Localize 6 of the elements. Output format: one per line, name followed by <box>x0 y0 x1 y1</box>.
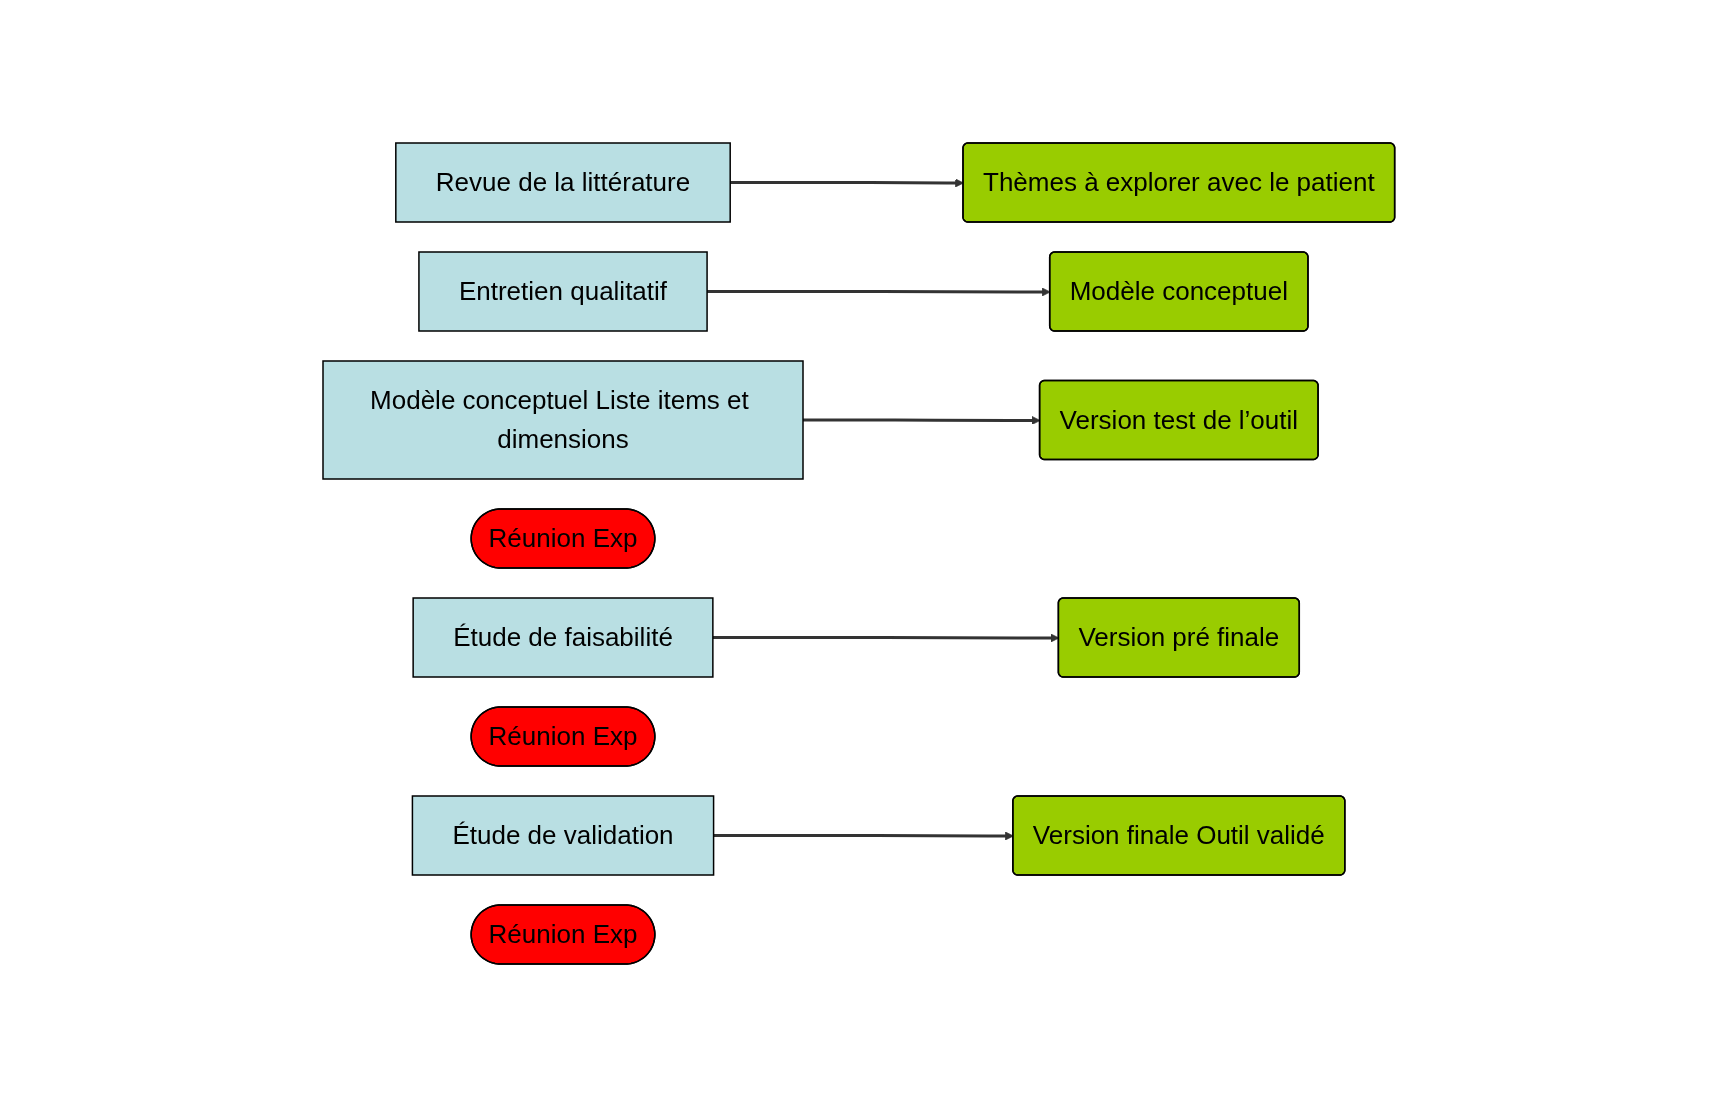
node-box: Entretien qualitatif <box>417 250 708 332</box>
arrow <box>712 633 1059 642</box>
node-box: Modèle conceptuel Liste items et dimensions <box>321 359 804 480</box>
node-box: Étude de faisabilité <box>412 596 714 678</box>
node-box: Étude de validation <box>411 794 714 876</box>
node-box: Revue de la littérature <box>394 141 731 223</box>
